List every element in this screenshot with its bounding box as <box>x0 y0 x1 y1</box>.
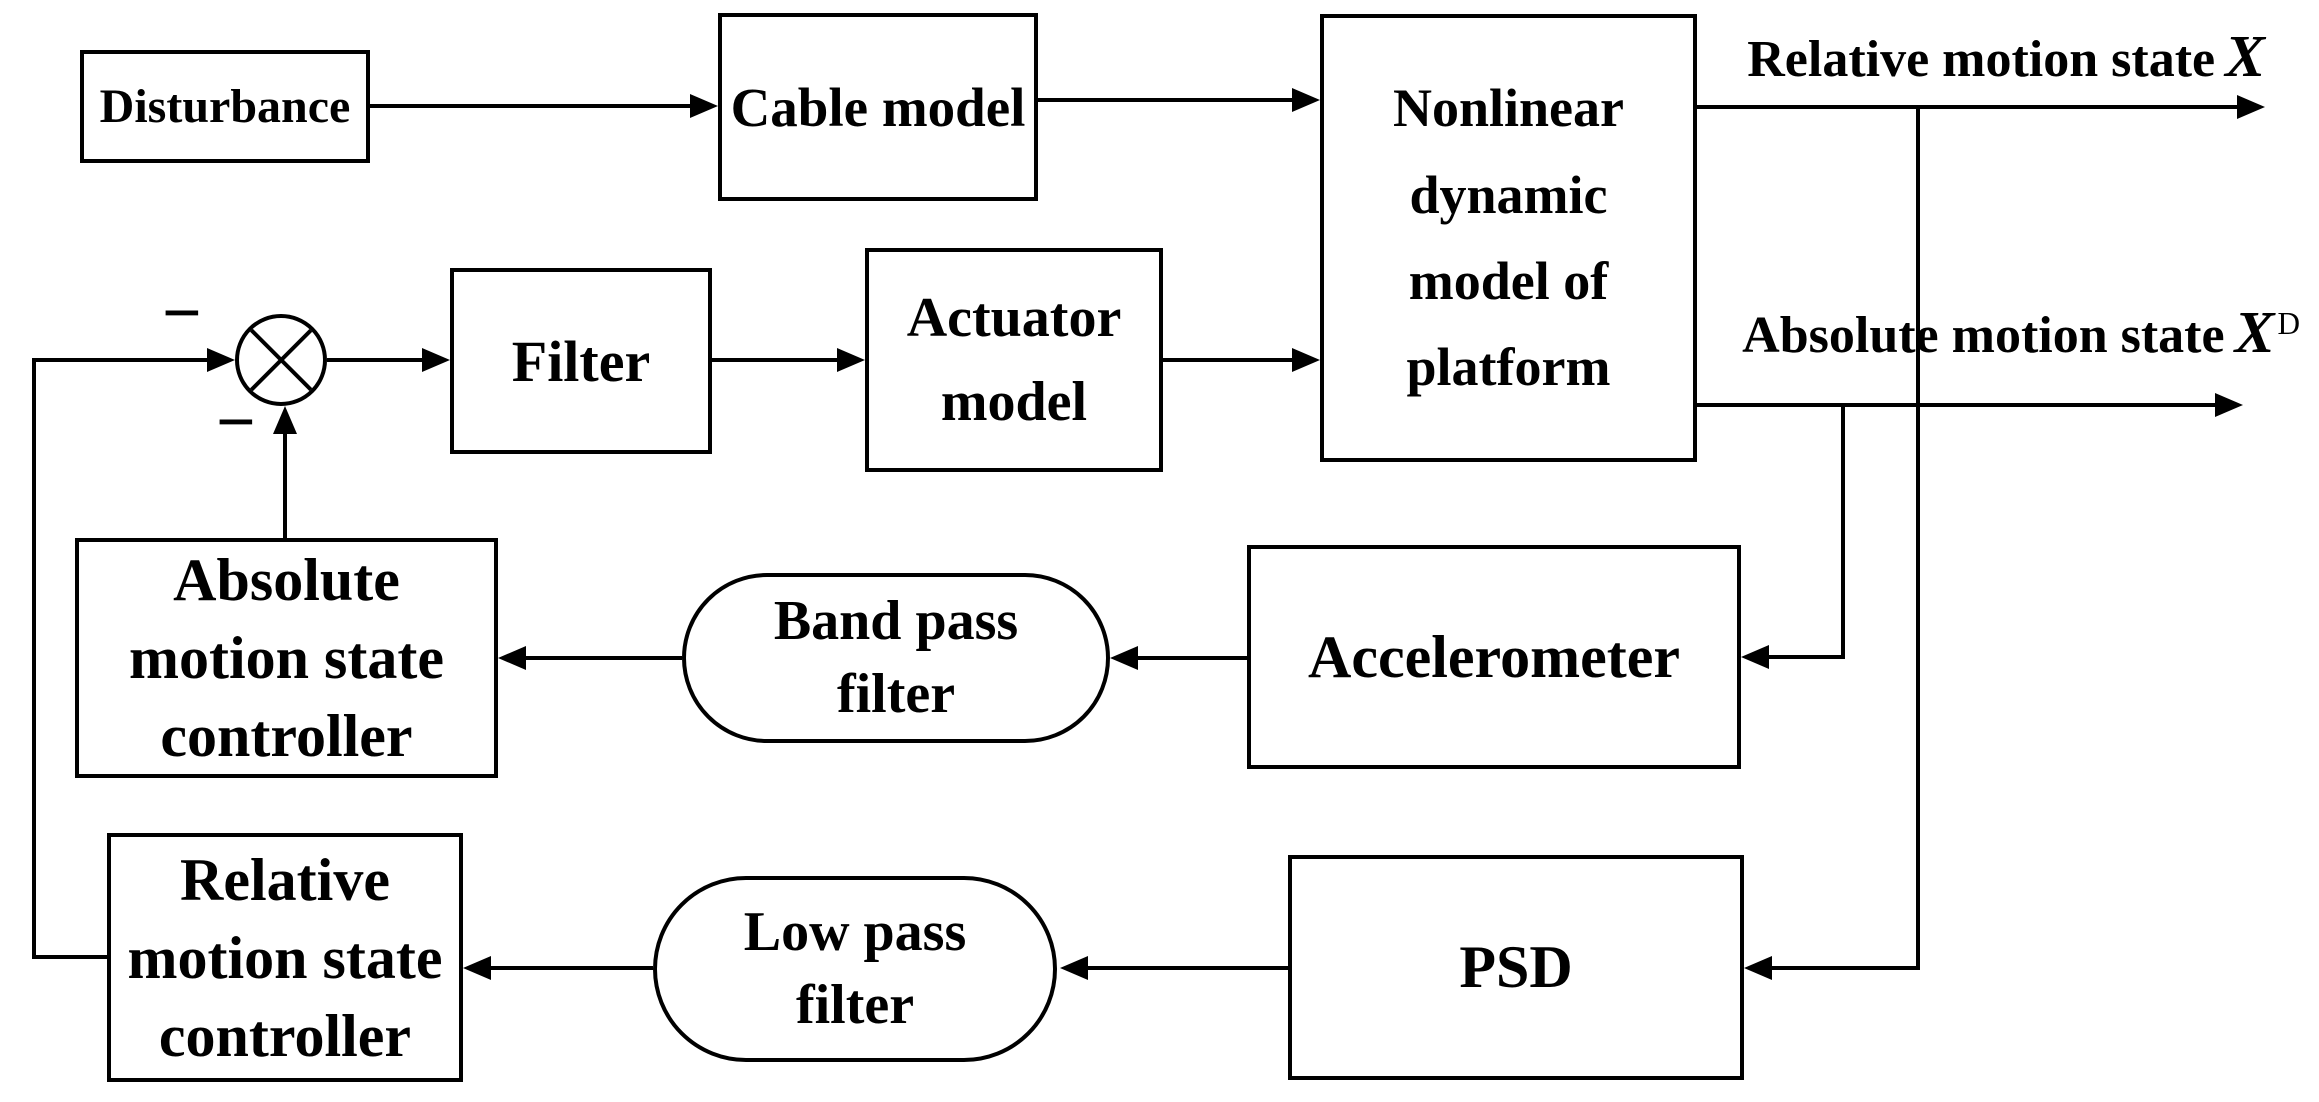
connector-psd-to-lowpass <box>1088 966 1288 970</box>
block-relative-motion-state-controller-label: Relative motion state controller <box>127 846 443 1069</box>
arrowhead-relative-output-icon <box>2237 95 2265 119</box>
arrowhead-into-actuator-icon <box>837 348 865 372</box>
connector-feedback-to-sum <box>34 358 209 362</box>
arrowhead-into-absolute-controller-icon <box>498 646 526 670</box>
block-disturbance: Disturbance <box>80 50 370 163</box>
block-absolute-motion-state-controller: Absolute motion state controller <box>75 538 498 778</box>
connector-branch-to-accelerometer <box>1769 655 1843 659</box>
absolute-motion-state-text: Absolute motion state <box>1742 307 2225 364</box>
minus-sign-bottom: − <box>216 384 256 461</box>
arrowhead-into-sum-left-icon <box>207 348 235 372</box>
block-filter: Filter <box>450 268 712 454</box>
block-absolute-motion-state-controller-label: Absolute motion state controller <box>129 547 444 769</box>
block-cable-model: Cable model <box>718 13 1038 201</box>
block-low-pass-filter-label: Low pass filter <box>743 901 967 1036</box>
block-filter-label: Filter <box>511 328 651 394</box>
block-nonlinear-dynamic-model: Nonlinear dynamic model of platform <box>1320 14 1697 462</box>
arrowhead-into-relative-controller-icon <box>463 956 491 980</box>
summing-junction-icon <box>235 314 327 406</box>
connector-absolute-branch-vertical <box>1841 403 1845 659</box>
connector-branch-to-psd <box>1772 966 1918 970</box>
block-disturbance-label: Disturbance <box>99 80 351 133</box>
block-accelerometer: Accelerometer <box>1247 545 1741 769</box>
connector-lowpass-to-relative-controller <box>491 966 653 970</box>
arrowhead-into-sum-bottom-icon <box>273 406 297 434</box>
block-psd-label: PSD <box>1459 934 1573 1000</box>
arrowhead-into-psd-icon <box>1744 956 1772 980</box>
block-cable-model-label: Cable model <box>730 76 1026 138</box>
block-band-pass-filter: Band pass filter <box>682 573 1110 743</box>
absolute-motion-superscript: D <box>2277 305 2300 341</box>
connector-accelerometer-to-bandpass <box>1138 656 1247 660</box>
arrowhead-into-cable-icon <box>690 94 718 118</box>
connector-cable-to-nonlinear <box>1038 98 1294 102</box>
connector-relative-controller-output-stub <box>32 955 107 959</box>
connector-disturbance-to-cable <box>370 104 692 108</box>
connector-absolute-output <box>1697 403 2217 407</box>
connector-filter-to-actuator <box>712 358 839 362</box>
connector-absolute-controller-to-sum <box>283 432 287 538</box>
connector-feedback-vertical <box>32 358 36 959</box>
connector-actuator-to-nonlinear <box>1163 358 1294 362</box>
block-actuator-model-label: Actuator model <box>906 287 1122 433</box>
arrowhead-into-nonlinear-top-icon <box>1292 88 1320 112</box>
relative-motion-symbol: X <box>2225 23 2265 89</box>
block-nonlinear-dynamic-model-label: Nonlinear dynamic model of platform <box>1392 78 1624 398</box>
block-accelerometer-label: Accelerometer <box>1308 623 1680 690</box>
block-relative-motion-state-controller: Relative motion state controller <box>107 833 463 1082</box>
arrowhead-into-nonlinear-mid-icon <box>1292 348 1320 372</box>
arrowhead-into-accelerometer-icon <box>1741 645 1769 669</box>
block-low-pass-filter: Low pass filter <box>653 876 1057 1062</box>
connector-bandpass-to-absolute-controller <box>526 656 682 660</box>
block-psd: PSD <box>1288 855 1744 1080</box>
block-band-pass-filter-label: Band pass filter <box>773 590 1019 725</box>
absolute-motion-symbol: X <box>2234 299 2275 365</box>
arrowhead-absolute-output-icon <box>2215 393 2243 417</box>
connector-relative-output <box>1697 105 2239 109</box>
minus-sign-top: − <box>162 275 202 352</box>
connector-sum-to-filter <box>327 358 424 362</box>
arrowhead-into-bandpass-icon <box>1110 646 1138 670</box>
connector-relative-branch-vertical <box>1916 105 1920 970</box>
relative-motion-state-text: Relative motion state <box>1747 31 2216 88</box>
arrowhead-into-lowpass-icon <box>1060 956 1088 980</box>
block-actuator-model: Actuator model <box>865 248 1163 472</box>
arrowhead-into-filter-icon <box>422 348 450 372</box>
